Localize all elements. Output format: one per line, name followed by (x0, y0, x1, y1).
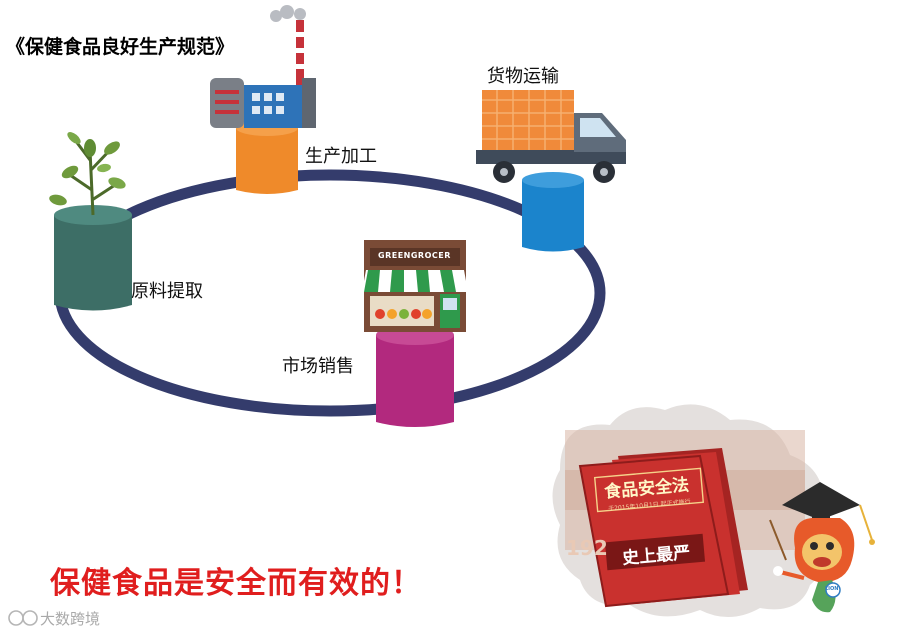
shop-sign: GREENGROCER (378, 251, 451, 260)
factory-icon (210, 5, 316, 128)
plant-icon (48, 130, 127, 215)
law-book-illustration (553, 404, 832, 617)
document-title: 《保健食品良好生产规范》 (6, 32, 234, 59)
stage-label-raw-material: 原料提取 (131, 277, 203, 303)
slogan: 保健食品是安全而有效的！ (50, 558, 422, 602)
watermark: 大数跨境 (40, 608, 100, 629)
year-fragment: 192 (566, 536, 608, 560)
raw-material-node (48, 130, 132, 311)
stage-label-production: 生产加工 (305, 142, 377, 168)
watermark-logo-icon (9, 611, 37, 625)
mascot-badge: LION (825, 586, 838, 592)
stage-label-sales: 市场销售 (282, 352, 354, 378)
transport-node (476, 90, 626, 252)
truck-icon (476, 90, 626, 183)
stage-label-transport: 货物运输 (487, 62, 559, 88)
sales-node (362, 240, 468, 427)
